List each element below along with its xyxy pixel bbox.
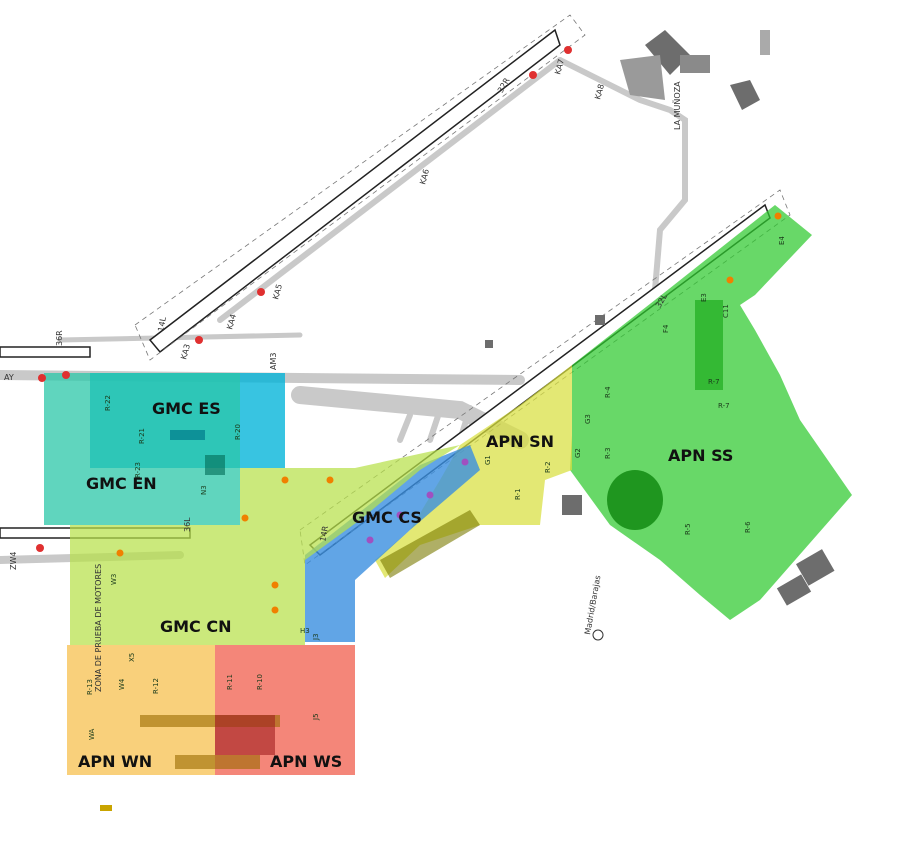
stand-r4: R-4 [604,386,612,398]
runway-label-14r: 14R [318,525,330,542]
taxiway-label-ka5: KA5 [271,283,284,300]
stand-g2: G2 [574,448,582,458]
stop-markers [36,46,782,614]
taxiway-label-am3: AM3 [269,353,278,370]
stand-n3: N3 [200,485,208,495]
stand-r7b: R-7 [718,402,730,410]
buildings [100,30,835,811]
zone-gmc-cn[interactable] [70,445,460,645]
stand-r21: R-21 [138,428,146,444]
runway-label-36r: 36R [55,330,64,346]
stand-e4: E4 [778,236,786,245]
taxiway-label-ay: AY [4,373,14,382]
zone-label-apn-ws: APN WS [270,752,342,771]
zones [44,205,852,775]
stand-r12: R-12 [152,678,160,694]
zone-gmc-cs[interactable] [305,445,480,642]
zone-label-gmc-cn: GMC CN [160,617,232,636]
stand-w4: W4 [118,678,126,690]
taxiway-label-ka3: KA3 [179,343,192,360]
runway-label-14l: 14L [156,316,167,333]
stand-r23: R-23 [134,462,142,478]
zone-label-gmc-cs: GMC CS [352,508,422,527]
metro-icon [592,629,604,641]
stand-r11: R-11 [226,674,234,690]
stand-r13: R-13 [86,679,94,695]
zone-label-gmc-es: GMC ES [152,399,221,418]
place-label-la-munoza: LA MUÑOZA [672,81,682,130]
runway-14l-32r [134,14,586,361]
stand-r1: R-1 [514,488,522,500]
zone-label-apn-ss: APN SS [668,446,733,465]
runway-label-36l: 36L [183,517,192,532]
stand-g3: G3 [584,414,592,424]
stand-r7a: R-7 [708,378,720,386]
stand-e3: E3 [700,293,708,302]
taxiway-labels: KA8 KA7 KA6 KA5 KA4 KA3 ZW4 AY AM3 [4,58,606,570]
stand-r3: R-3 [604,447,612,459]
zone-apn-wn[interactable] [67,645,215,775]
apron-structures [140,300,723,769]
stand-r2: R-2 [544,461,552,473]
stand-r10: R-10 [256,674,264,690]
stand-w3: W3 [110,574,118,585]
stand-f4: F4 [662,324,670,333]
stand-j3: J3 [312,633,320,641]
stand-wa: WA [88,728,96,740]
taxiway-label-ka7: KA7 [553,58,566,75]
zone-gmc-en[interactable] [44,373,240,525]
taxiway-label-ka8: KA8 [593,83,606,100]
stand-g1: G1 [484,455,492,465]
stand-labels: E4 C11 E3 F4 R-7 R-7 R-6 R-5 R-4 R-3 R-2… [86,236,786,740]
stand-r5: R-5 [684,523,692,535]
stand-c11: C11 [722,304,730,318]
zone-label-gmc-en: GMC EN [86,474,157,493]
stand-r20: R-20 [234,424,242,440]
place-label-zona-prueba: ZONA DE PRUEBA DE MOTORES [94,564,103,692]
stand-x5: X5 [128,653,136,662]
stand-r22: R-22 [104,395,112,411]
taxiway-label-ka4: KA4 [225,313,238,330]
stand-r6: R-6 [744,521,752,533]
zone-labels: GMC ES GMC EN APN SN APN SS GMC CS GMC C… [78,399,733,771]
zone-label-apn-sn: APN SN [486,432,554,451]
zone-label-apn-wn: APN WN [78,752,152,771]
stand-h3: H3 [300,627,310,635]
taxiway-label-zw4: ZW4 [9,552,18,570]
place-label-madrid-barajas: Madrid/Barajas [583,575,602,636]
taxiway-label-ka6: KA6 [418,168,431,185]
stand-j5: J5 [312,713,320,721]
